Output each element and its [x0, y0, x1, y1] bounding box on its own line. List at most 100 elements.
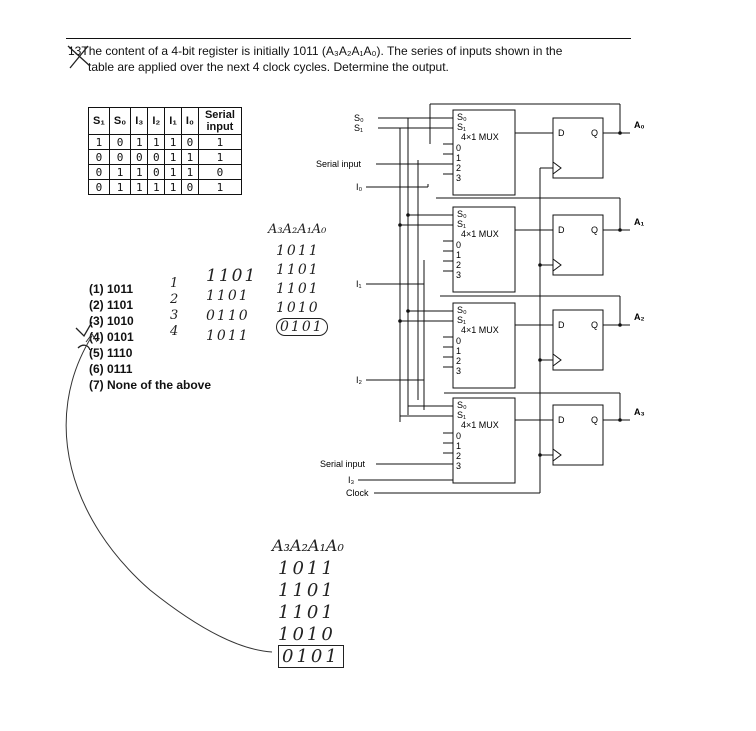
hw-value: 1011 [276, 243, 320, 259]
mux-input-2: 2 [456, 163, 461, 173]
table-cell: 0 [147, 164, 166, 180]
question-text: 13The content of a 4-bit register is ini… [68, 43, 628, 75]
option-6: (6) 0111 [89, 362, 133, 376]
mux-select-s0: S₀ [457, 209, 467, 219]
ff-q-label: Q [591, 320, 598, 330]
mux-select-s1: S₁ [457, 315, 466, 325]
hw-answer-circle: 0101 [276, 318, 328, 336]
mux-select-s0: S₀ [457, 112, 467, 122]
ff-q-label: Q [591, 128, 598, 138]
mux-input-3: 3 [456, 461, 461, 471]
hw-step: 2 [170, 292, 179, 307]
hw-value: 1101 [206, 288, 250, 304]
option-2: (2) 1101 [89, 298, 134, 312]
mux-select-s0: S₀ [457, 305, 467, 315]
label-i0: I₀ [356, 182, 363, 192]
mux-input-2: 2 [456, 356, 461, 366]
label-i1: I₁ [356, 279, 362, 289]
question-line-2: table are applied over the next 4 clock … [88, 60, 449, 74]
hw-value: 1101 [278, 602, 336, 623]
table-cell: 0 [147, 149, 166, 165]
table-cell: 0 [180, 179, 199, 195]
mux-input-1: 1 [456, 250, 461, 260]
ff-q-label: Q [591, 415, 598, 425]
hw-value: 1101 [276, 281, 320, 297]
hw-value-boxed: 0101 [276, 318, 328, 337]
label-s1: S₁ [354, 123, 363, 133]
mux-select-s1: S₁ [457, 410, 466, 420]
label-serial-bottom: Serial input [320, 459, 366, 469]
hw-value-boxed: 0101 [278, 645, 344, 668]
label-clock: Clock [346, 488, 369, 498]
output-a0: A₀ [634, 120, 645, 130]
answer-check-mark [75, 321, 93, 351]
table-cell: 0 [108, 134, 132, 150]
mux-input-3: 3 [456, 270, 461, 280]
hw-step: 3 [170, 308, 179, 323]
hw-value: 0110 [206, 308, 250, 324]
mux-title: 4×1 MUX [461, 229, 499, 239]
table-row: 0 0 0 0 1 1 1 [88, 149, 242, 165]
mux-1: S₀ S₁ 4×1 MUX 0 1 2 3 [456, 209, 499, 280]
hw-column-b: 1011 1101 1101 1010 0101 [276, 242, 328, 337]
mux-input-0: 0 [456, 143, 461, 153]
circuit-diagram: S₀ S₁ Serial input I₀ I₁ I₂ Serial input… [316, 103, 645, 498]
table-cell: 1 [108, 179, 132, 195]
hw-step: 1 [170, 276, 179, 291]
input-table: S₁ S₀ I₃ I₂ I₁ I₀ Serial input 1 0 1 1 1… [88, 107, 242, 195]
hw-bottom-header: A₃A₂A₁A₀ [272, 536, 344, 555]
hw-value: 1101 [206, 266, 258, 286]
mux-select-s1: S₁ [457, 219, 466, 229]
hw-value: 1101 [276, 262, 320, 278]
mux-input-1: 1 [456, 153, 461, 163]
label-i2: I₂ [356, 375, 363, 385]
mux-input-0: 0 [456, 431, 461, 441]
strike-mark [67, 45, 91, 69]
hw-value: 1011 [206, 328, 250, 344]
table-cell: 1 [108, 164, 132, 180]
option-3: (3) 1010 [89, 314, 134, 328]
header-rule [66, 38, 631, 39]
table-cell: 1 [130, 179, 149, 195]
mux-3: S₀ S₁ 4×1 MUX 0 1 2 3 [456, 400, 499, 471]
answer-options: (1) 1011 (2) 1101 (3) 1010 (4) 0101 (5) … [89, 281, 211, 393]
question-line-1: The content of a 4-bit register is initi… [81, 44, 563, 58]
mux-select-s1: S₁ [457, 122, 466, 132]
hw-column-a: 1101 1101 0110 1011 [206, 266, 257, 346]
mux-input-3: 3 [456, 366, 461, 376]
table-cell: 1 [197, 179, 242, 195]
table-cell: 1 [147, 179, 166, 195]
table-cell: 0 [88, 179, 110, 195]
mux-input-0: 0 [456, 336, 461, 346]
mux-input-1: 1 [456, 441, 461, 451]
hw-value: 1010 [278, 624, 336, 645]
mux-input-3: 3 [456, 173, 461, 183]
hw-answer-box: 0101 [278, 645, 344, 668]
ff-d-label: D [558, 225, 565, 235]
hw-bottom-column: 1011 1101 1101 1010 0101 [278, 558, 344, 668]
label-i3: I₃ [348, 475, 355, 485]
table-header: S₀ [108, 107, 132, 135]
mux-input-2: 2 [456, 451, 461, 461]
mux-input-1: 1 [456, 346, 461, 356]
mux-input-0: 0 [456, 240, 461, 250]
label-serial-top: Serial input [316, 159, 362, 169]
output-a3: A₃ [634, 407, 645, 417]
table-row: 0 1 1 1 1 0 1 [88, 179, 242, 195]
hw-step: 4 [170, 324, 179, 339]
hw-value: 1101 [278, 580, 336, 601]
table-cell: 1 [147, 134, 166, 150]
option-5: (5) 1110 [89, 346, 133, 360]
ff-d-label: D [558, 320, 565, 330]
mux-title: 4×1 MUX [461, 132, 499, 142]
option-1: (1) 1011 [89, 282, 134, 296]
mux-2: S₀ S₁ 4×1 MUX 0 1 2 3 [456, 305, 499, 376]
hw-value: 1010 [276, 300, 320, 316]
mux-select-s0: S₀ [457, 400, 467, 410]
mux-title: 4×1 MUX [461, 420, 499, 430]
option-7: (7) None of the above [89, 378, 212, 392]
table-row: 0 1 1 0 1 1 0 [88, 164, 242, 180]
hw-steps: 1 2 3 4 [170, 276, 178, 340]
ff-q-label: Q [591, 225, 598, 235]
